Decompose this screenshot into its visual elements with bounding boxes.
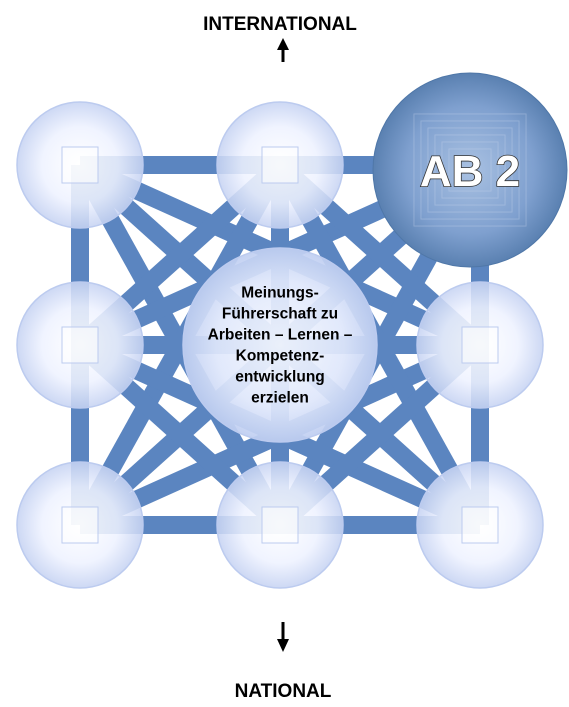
node-top-center xyxy=(216,101,344,229)
center-node: Meinungs- Führerschaft zu Arbeiten – Lerne… xyxy=(182,247,378,443)
center-text-line: erzielen xyxy=(251,390,309,407)
center-text-line: Arbeiten – Lernen – xyxy=(208,327,353,344)
bottom-label: NATIONAL xyxy=(235,681,332,702)
highlight-square-ring xyxy=(427,127,513,213)
highlight-circle xyxy=(372,72,568,268)
center-text-line: entwicklung xyxy=(235,369,325,386)
center-text-line: Führerschaft zu xyxy=(222,306,338,323)
center-circle xyxy=(182,247,378,443)
node-square-highlight xyxy=(61,506,99,544)
node-square-highlight xyxy=(261,506,299,544)
highlight-square-ring xyxy=(441,141,499,199)
node-bottom-right xyxy=(416,461,544,589)
highlight-square-ring xyxy=(434,134,506,206)
highlight-node-ab2: AB 2 xyxy=(372,72,568,268)
node-square-highlight xyxy=(61,326,99,364)
up-arrow-icon xyxy=(277,38,289,62)
node-middle-right xyxy=(416,281,544,409)
highlight-square-ring xyxy=(448,148,492,192)
node-bottom-left xyxy=(16,461,144,589)
node-square-highlight xyxy=(61,146,99,184)
highlight-label: AB 2 xyxy=(420,147,520,196)
node-middle-left xyxy=(16,281,144,409)
node-bottom-center xyxy=(216,461,344,589)
node-square-highlight xyxy=(261,146,299,184)
highlight-square-ring xyxy=(420,120,520,220)
down-arrow-icon xyxy=(277,622,289,652)
center-text-line: Meinungs- xyxy=(241,285,319,302)
highlight-square-ring xyxy=(413,113,527,227)
node-circles xyxy=(16,101,544,589)
node-square-highlight xyxy=(461,506,499,544)
center-text-line: Kompetenz- xyxy=(236,348,325,365)
top-label: INTERNATIONAL xyxy=(203,14,357,35)
node-top-left xyxy=(16,101,144,229)
node-square-highlight xyxy=(461,326,499,364)
